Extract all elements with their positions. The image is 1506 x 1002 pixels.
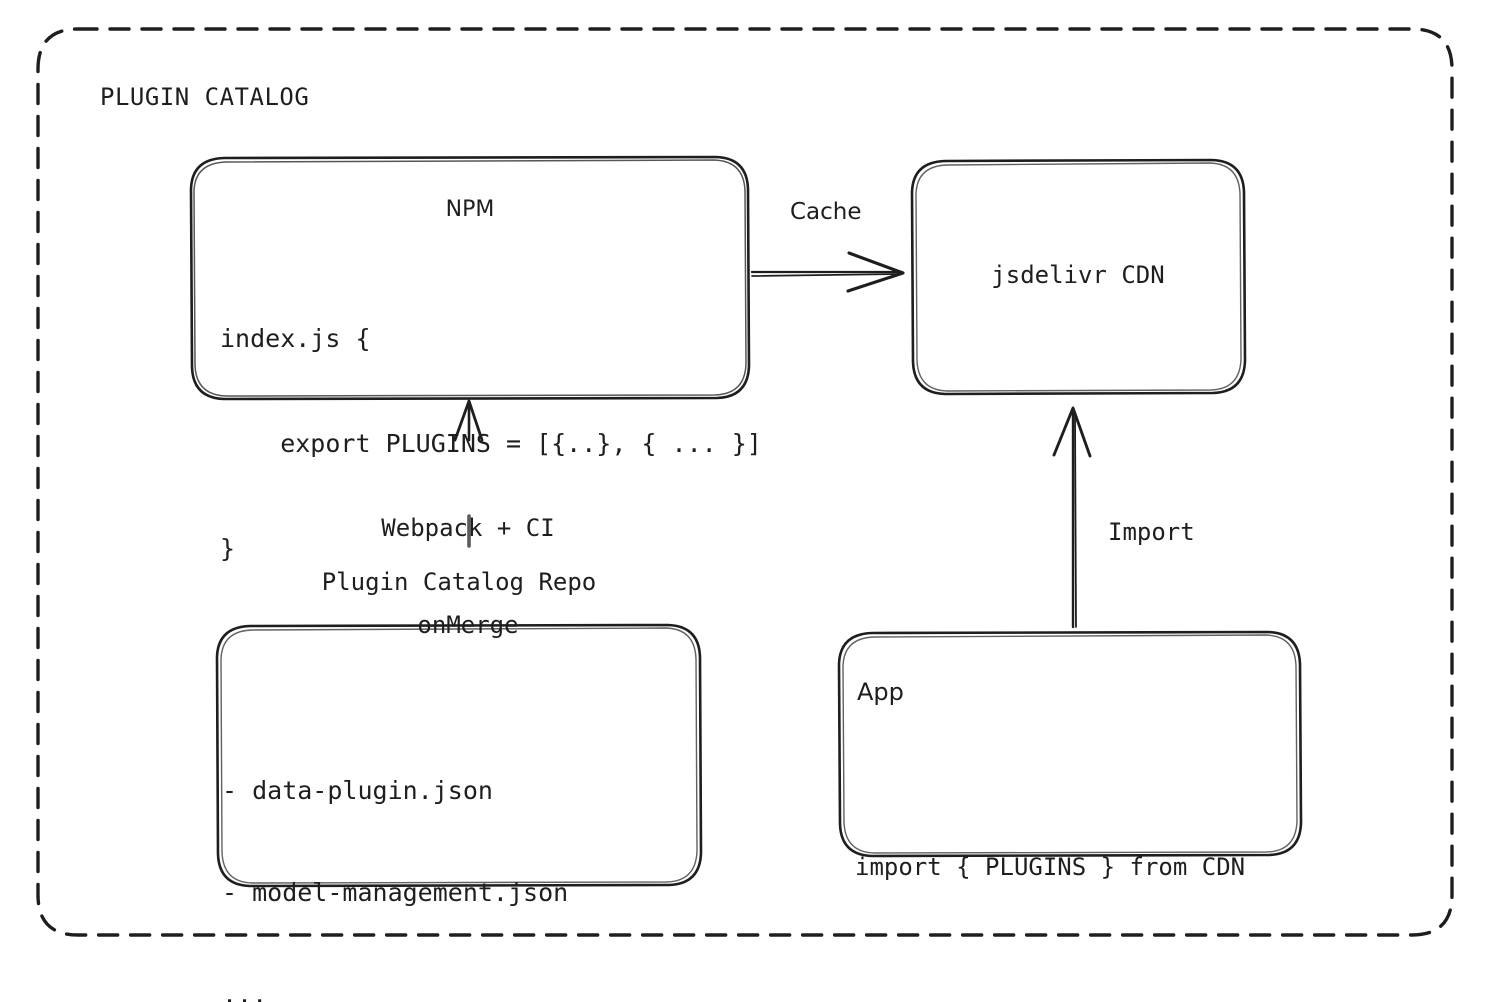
npm-node-title: NPM — [445, 197, 495, 222]
repo-file-list: - data-plugin.json - model-management.js… — [222, 706, 568, 1002]
plugin-catalog-title: PLUGIN CATALOG — [100, 83, 310, 111]
app-code-line: import { PLUGINS } from CDN — [855, 852, 1246, 881]
webpack-edge-label-line1: Webpack + CI — [381, 513, 555, 542]
npm-code-line: } — [220, 534, 236, 563]
import-edge-label: Import — [1108, 518, 1195, 546]
webpack-edge-label: Webpack + CI onMerge — [310, 447, 626, 706]
npm-code-line: export PLUGINS = [{..}, { ... }] — [220, 429, 762, 458]
import-arrow — [1052, 406, 1092, 629]
cache-arrow — [750, 251, 905, 293]
repo-file-item: - data-plugin.json — [222, 776, 493, 805]
repo-file-item: - model-management.json — [222, 878, 569, 907]
app-node-title: App — [857, 678, 904, 706]
npm-code-block: index.js { export PLUGINS = [{..}, { ...… — [220, 251, 762, 636]
npm-code-line: index.js { — [220, 324, 371, 353]
jsdelivr-cdn-node-title: jsdelivr CDN — [991, 261, 1165, 289]
app-code-block: import { PLUGINS } from CDN PLUGINS.forE… — [855, 735, 1245, 1002]
repo-file-item: ... — [222, 980, 268, 1002]
cache-edge-label: Cache — [790, 199, 862, 225]
repo-node-title: Plugin Catalog Repo — [321, 568, 597, 596]
webpack-edge-label-line2: onMerge — [417, 610, 519, 639]
